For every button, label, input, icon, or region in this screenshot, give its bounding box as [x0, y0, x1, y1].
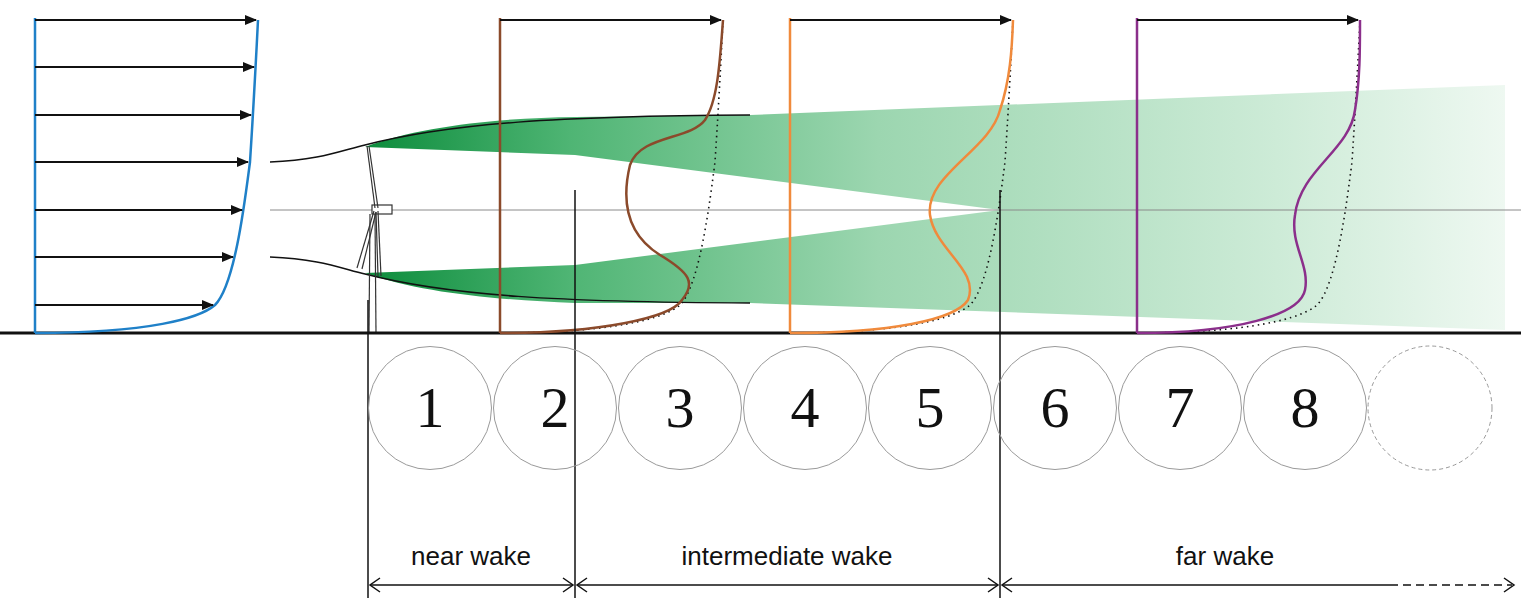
circle-outline [869, 347, 992, 470]
circle-outline [994, 347, 1117, 470]
wake-section-circle: 6 [993, 346, 1117, 470]
section-number: 8 [1291, 379, 1320, 437]
center-line [270, 210, 1521, 211]
section-number: 4 [791, 379, 820, 437]
ground-line [0, 332, 1521, 335]
section-number: 3 [666, 379, 695, 437]
circle-outline [494, 347, 617, 470]
wind-turbine [357, 146, 392, 333]
stream-tube [270, 115, 750, 162]
dimension-arrow [370, 578, 1514, 592]
wake-section-circle: 8 [1243, 346, 1367, 470]
wake-section-circle: 3 [618, 346, 742, 470]
wake-profile-far [1137, 18, 1360, 333]
wake-profile-near [500, 18, 723, 333]
dashed-circle [1368, 346, 1492, 470]
wake-section-circle: 7 [1118, 346, 1242, 470]
region-boundary [368, 190, 1000, 598]
circle-outline [744, 347, 867, 470]
wake-region [365, 85, 1505, 330]
wake-profile-intermediate [790, 18, 1013, 333]
wake-section-circle: 1 [368, 346, 492, 470]
wake-section-circle: 4 [743, 346, 867, 470]
section-number: 1 [416, 379, 445, 437]
circle-outline [369, 347, 492, 470]
section-number: 7 [1166, 379, 1195, 437]
wake-section-circle: 2 [493, 346, 617, 470]
wake-region-label: near wake [408, 542, 534, 571]
inflow-profile [35, 18, 258, 333]
stream-tube [270, 257, 750, 303]
circle-outline [1119, 347, 1242, 470]
section-number: 6 [1041, 379, 1070, 437]
circle-outline [619, 347, 742, 470]
section-number: 5 [916, 379, 945, 437]
wake-region-label: far wake [1173, 542, 1277, 571]
wake-section-circle: 5 [868, 346, 992, 470]
circle-outline [1244, 347, 1367, 470]
section-number: 2 [541, 379, 570, 437]
wake-region-label: intermediate wake [679, 542, 896, 571]
